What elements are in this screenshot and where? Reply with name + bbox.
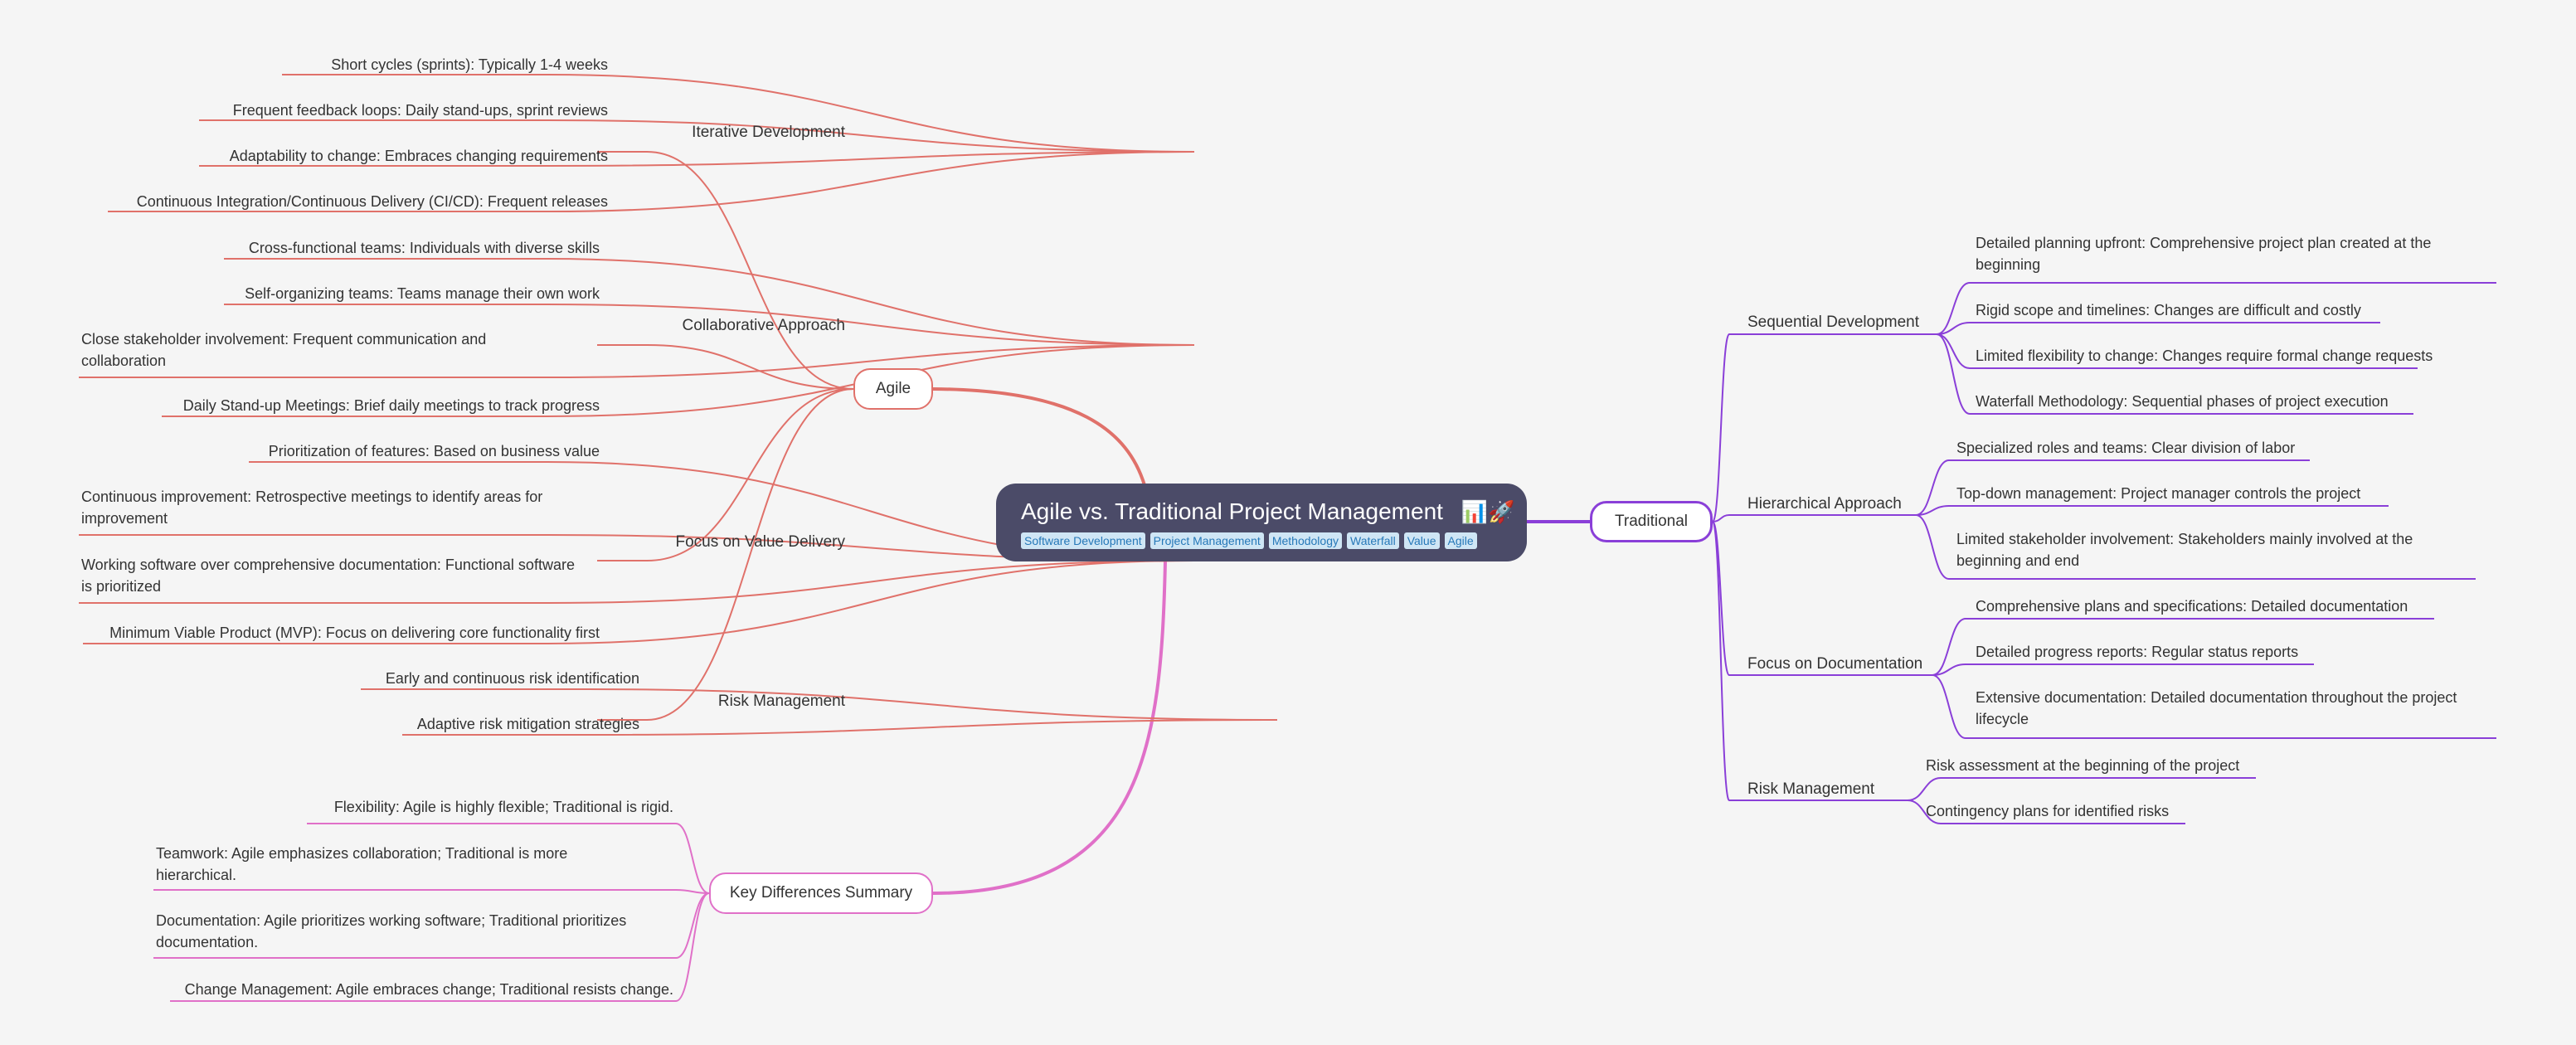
connector-agile-leaf-self [547, 304, 1195, 346]
leaf-mvp[interactable]: Minimum Viable Product (MVP): Focus on d… [109, 625, 600, 641]
connector-trad-leaf-limited [1936, 333, 1971, 369]
leaf-contingency-plans[interactable]: Contingency plans for identified risks [1926, 803, 2170, 819]
leaf-adaptive-risk-mitigation[interactable]: Adaptive risk mitigation strategies [416, 716, 639, 732]
leaf-limited-stakeholder[interactable]: Limited stakeholder involvement: Stakeho… [1956, 531, 2413, 569]
leaf-frequent-feedback[interactable]: Frequent feedback loops: Daily stand-ups… [232, 102, 608, 119]
connector-trad-leaf-extensive [1932, 674, 1966, 739]
branch-agile[interactable]: Agile [853, 368, 933, 410]
subtopic-iterative-development[interactable]: Iterative Development [692, 124, 845, 141]
connector-trad-leaf-assessment [1907, 777, 1942, 801]
leaf-early-risk-identification[interactable]: Early and continuous risk identification [385, 670, 639, 687]
tag-waterfall[interactable]: Waterfall [1347, 532, 1399, 549]
leaf-detailed-planning[interactable]: Detailed planning upfront: Comprehensive… [1976, 235, 2432, 273]
connector-trad-leaf-topdown [1915, 505, 1950, 516]
leaf-adaptability[interactable]: Adaptability to change: Embraces changin… [229, 148, 608, 164]
leaf-close-stakeholder[interactable]: Close stakeholder involvement: Frequent … [81, 331, 487, 369]
connector-agile-risk [646, 388, 854, 721]
connector-summary-change [675, 892, 710, 1002]
leaf-specialized-roles[interactable]: Specialized roles and teams: Clear divis… [1956, 440, 2296, 456]
connector-trad-leaf-contingency [1907, 800, 1942, 824]
connector-agile-leaf-short-cycles [547, 74, 1195, 153]
leaf-progress-reports[interactable]: Detailed progress reports: Regular statu… [1976, 644, 2299, 660]
leaf-self-organizing[interactable]: Self-organizing teams: Teams manage thei… [245, 285, 600, 302]
connector-agile-leaf-feedback [547, 119, 1195, 153]
leaf-top-down-management[interactable]: Top-down management: Project manager con… [1956, 485, 2361, 502]
connector-trad-leaf-rigid [1936, 322, 1971, 335]
leaf-teamwork[interactable]: Teamwork: Agile emphasizes collaboration… [156, 845, 568, 883]
subtopic-hierarchical-approach[interactable]: Hierarchical Approach [1747, 495, 1902, 513]
tag-agile[interactable]: Agile [1444, 532, 1477, 549]
subtopic-collaborative-approach[interactable]: Collaborative Approach [682, 317, 845, 334]
connector-trad-leaf-waterfall [1936, 333, 1971, 415]
leaf-flexibility[interactable]: Flexibility: Agile is highly flexible; T… [333, 799, 673, 815]
connector-trad-leaf-stakeholder [1915, 514, 1950, 580]
tag-software-development[interactable]: Software Development [1021, 532, 1145, 549]
leaf-change-management[interactable]: Change Management: Agile embraces change… [184, 981, 673, 998]
leaf-ci-cd[interactable]: Continuous Integration/Continuous Delive… [136, 193, 608, 210]
connector-trad-risk [1712, 521, 1730, 801]
connector-trad-documentation [1712, 521, 1730, 676]
leaf-cross-functional[interactable]: Cross-functional teams: Individuals with… [248, 240, 600, 256]
connector-agile-leaf-adaptive [588, 719, 1278, 736]
branch-traditional[interactable]: Traditional [1590, 501, 1713, 542]
leaf-working-software[interactable]: Working software over comprehensive docu… [81, 557, 575, 595]
leaf-risk-assessment[interactable]: Risk assessment at the beginning of the … [1926, 757, 2240, 774]
connector-root-summary [932, 561, 1167, 895]
leaf-comprehensive-plans[interactable]: Comprehensive plans and specifications: … [1976, 598, 2408, 615]
connector-summary-flexibility [675, 823, 710, 894]
connector-summary-teamwork [675, 889, 710, 894]
subtopic-agile-risk-management[interactable]: Risk Management [717, 693, 845, 710]
connector-agile-iterative [646, 151, 854, 390]
leaf-rigid-scope[interactable]: Rigid scope and timelines: Changes are d… [1976, 302, 2361, 318]
tag-methodology[interactable]: Methodology [1268, 532, 1342, 549]
leaf-waterfall-methodology[interactable]: Waterfall Methodology: Sequential phases… [1976, 393, 2389, 410]
connector-agile-leaf-cross [547, 258, 1195, 346]
connector-agile-value [646, 388, 854, 561]
connector-trad-hierarchical [1712, 514, 1730, 522]
connector-agile-leaf-cicd [547, 151, 1195, 212]
leaf-daily-standup[interactable]: Daily Stand-up Meetings: Brief daily mee… [182, 397, 600, 414]
root-topic[interactable]: Agile vs. Traditional Project Management… [996, 484, 1527, 561]
subtopic-traditional-risk-management[interactable]: Risk Management [1747, 780, 1875, 798]
connector-trad-sequential [1712, 333, 1730, 522]
leaf-continuous-improvement[interactable]: Continuous improvement: Retrospective me… [81, 488, 543, 527]
connector-trad-leaf-reports [1932, 663, 1966, 676]
root-title: Agile vs. Traditional Project Management [1021, 498, 1443, 524]
leaf-limited-flexibility[interactable]: Limited flexibility to change: Changes r… [1976, 348, 2433, 364]
leaf-short-cycles[interactable]: Short cycles (sprints): Typically 1-4 we… [331, 56, 608, 73]
connector-agile-leaf-working [547, 560, 1195, 604]
connector-trad-leaf-specialized [1915, 459, 1950, 516]
connector-trad-leaf-planning [1936, 282, 1971, 335]
leaf-extensive-documentation[interactable]: Extensive documentation: Detailed docume… [1976, 689, 2457, 727]
subtopic-focus-on-value-delivery[interactable]: Focus on Value Delivery [675, 533, 845, 551]
connector-agile-leaf-mvp [547, 560, 1195, 644]
subtopic-focus-on-documentation[interactable]: Focus on Documentation [1747, 655, 1923, 673]
connector-root-agile [932, 387, 1146, 486]
connector-agile-leaf-adaptability [547, 151, 1195, 167]
connector-agile-leaf-early [588, 688, 1278, 721]
tag-project-management[interactable]: Project Management [1149, 532, 1264, 549]
connector-trad-leaf-comprehensive [1932, 618, 1966, 676]
connector-agile-collaborative [646, 344, 854, 390]
branch-key-differences-summary[interactable]: Key Differences Summary [709, 872, 933, 914]
tag-value[interactable]: Value [1403, 532, 1440, 549]
connector-agile-leaf-stakeholder [547, 344, 1195, 378]
tag-list: Software Development Project Management … [1021, 532, 1502, 549]
chart-rocket-icon: 📊🚀 [1461, 499, 1515, 524]
leaf-prioritization[interactable]: Prioritization of features: Based on bus… [268, 443, 600, 459]
subtopic-sequential-development[interactable]: Sequential Development [1747, 314, 1920, 331]
leaf-documentation[interactable]: Documentation: Agile prioritizes working… [156, 912, 627, 950]
